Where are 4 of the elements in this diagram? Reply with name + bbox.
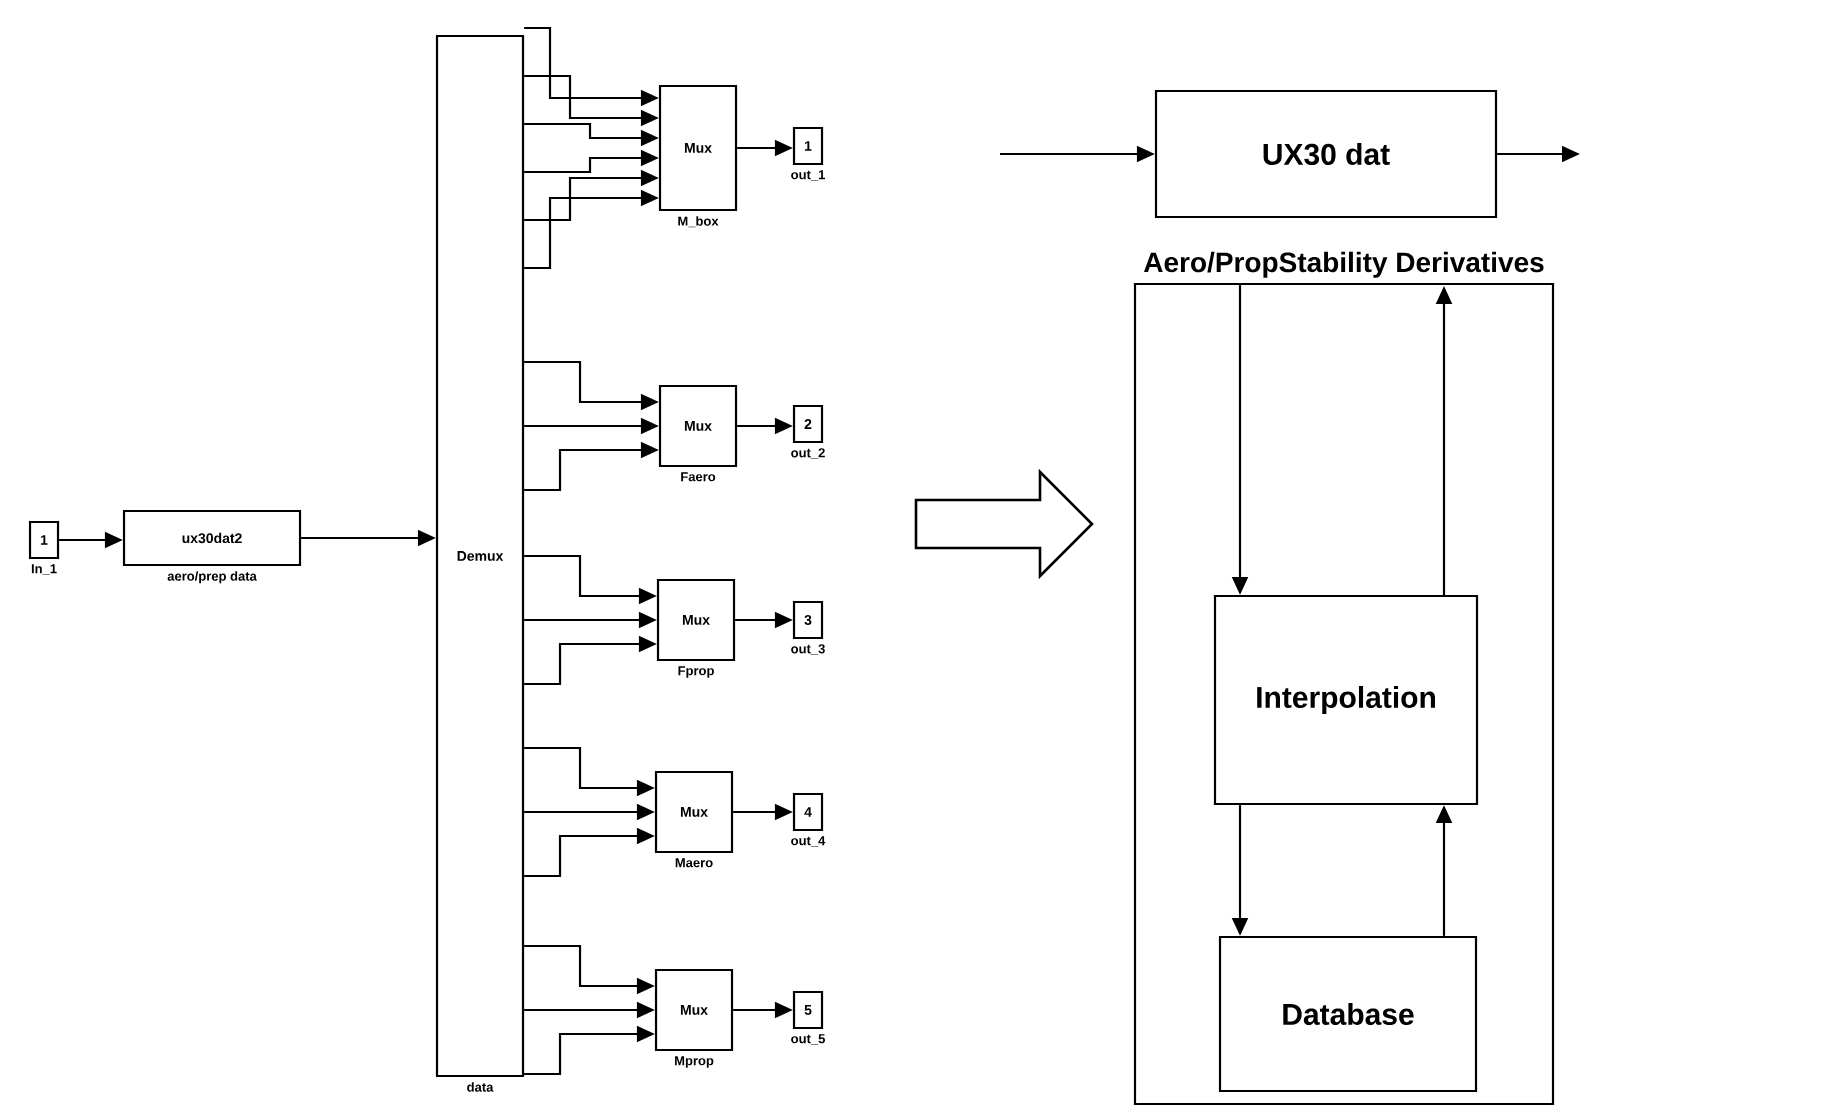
- process-box: Interpolation: [1213, 594, 1479, 806]
- process-box: UX30 dat: [1154, 89, 1498, 219]
- process-box: Database: [1218, 935, 1478, 1093]
- frame-heading: Aero/PropStability Derivatives: [1143, 251, 1544, 278]
